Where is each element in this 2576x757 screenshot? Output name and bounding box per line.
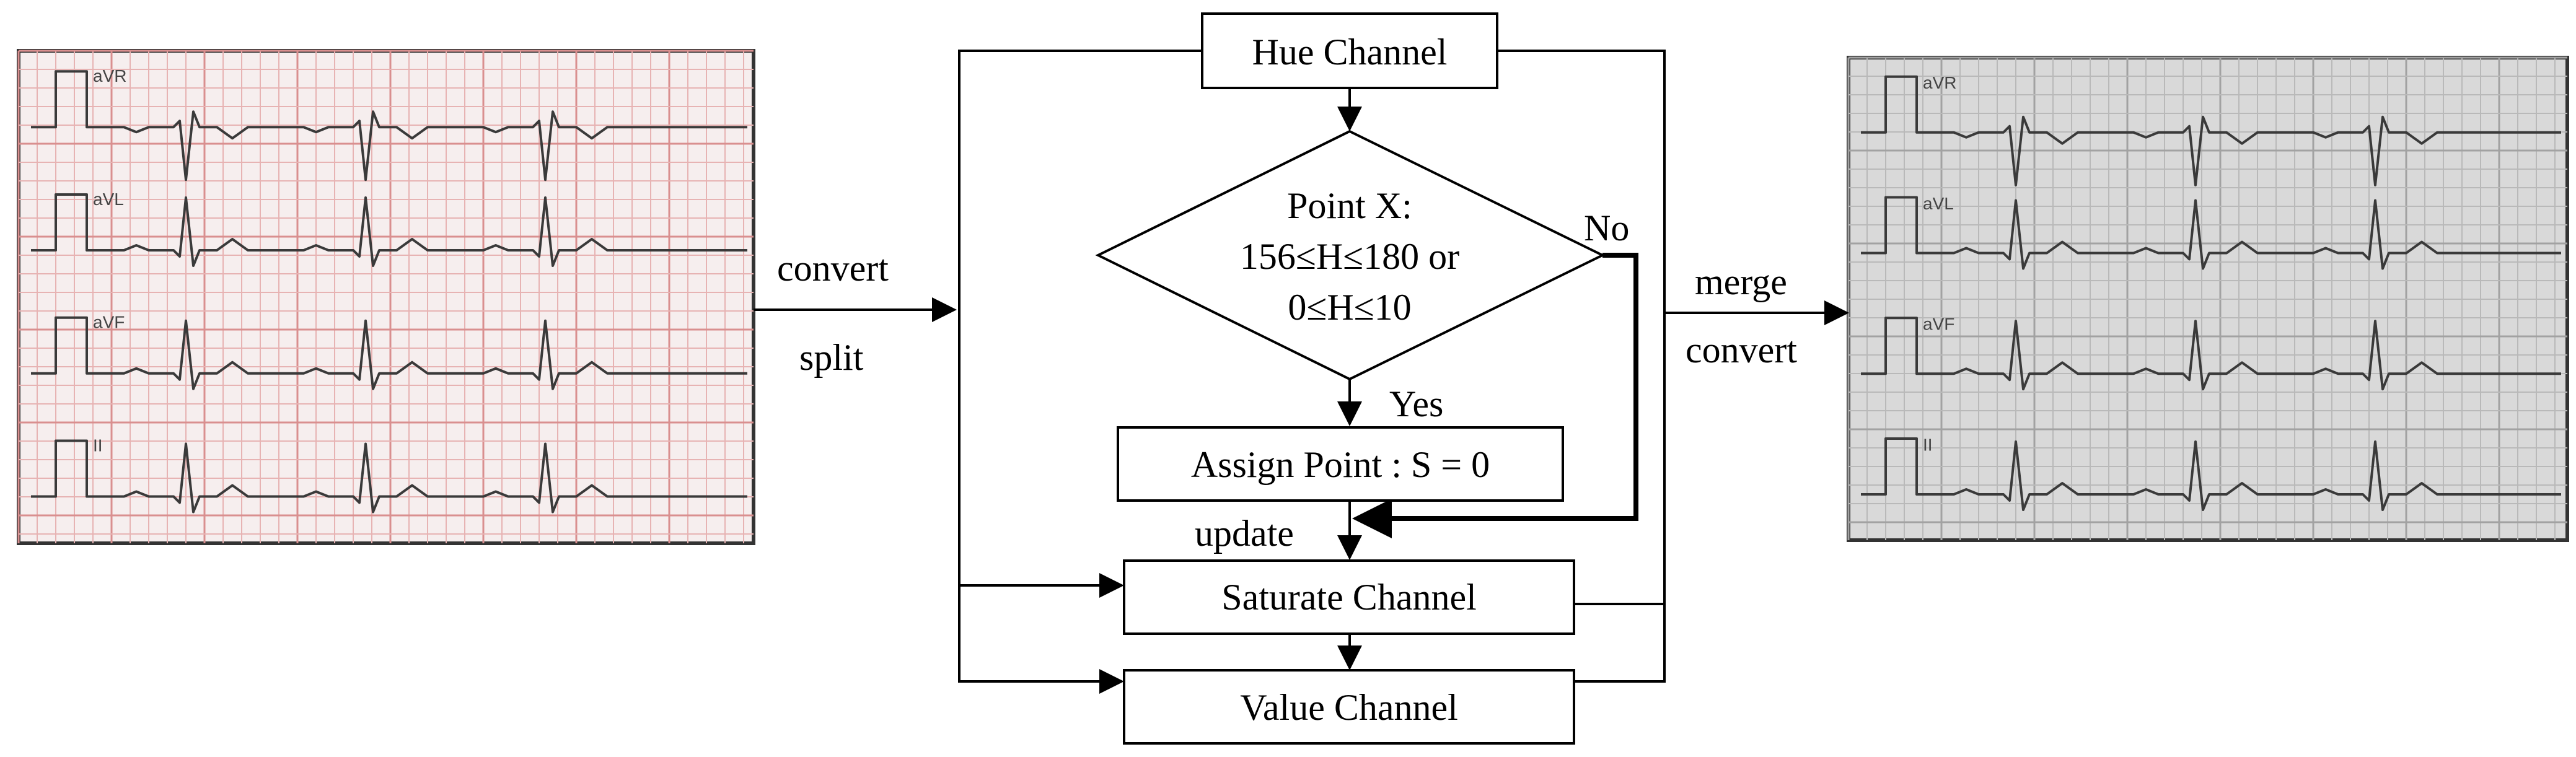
value-channel-box (1123, 669, 1575, 745)
bus-to-value (958, 50, 1202, 694)
split-label: split (799, 337, 864, 378)
saturate-channel-label: Saturate Channel (1221, 577, 1477, 618)
right-lead-label: aVR (1923, 73, 1956, 92)
convert-out-label: convert (1686, 330, 1797, 370)
decision-line-1: Point X: (1287, 185, 1412, 226)
left-lead-label: aVF (93, 313, 125, 332)
decision-line-3: 0≤H≤10 (1288, 287, 1411, 328)
right-lead-label: II (1923, 435, 1933, 454)
left-ecg-trace (31, 316, 747, 390)
value-channel-label: Value Channel (1240, 687, 1458, 728)
left-lead-label: aVR (93, 66, 126, 85)
no-label: No (1584, 208, 1629, 248)
input-ecg-image: aVR aVL aVF II (17, 49, 755, 545)
convert-label: convert (777, 248, 889, 289)
right-ecg-trace (1861, 317, 2561, 391)
yes-label: Yes (1389, 383, 1443, 424)
left-ecg-trace (31, 193, 747, 267)
merge-label: merge (1695, 261, 1787, 302)
bus-from-value (1497, 50, 1666, 683)
left-lead-label: II (93, 435, 103, 455)
right-lead-label: aVL (1923, 194, 1954, 213)
output-ecg-image: aVR aVL aVF II (1847, 56, 2569, 542)
hue-channel-box (1201, 12, 1498, 89)
right-ecg-trace (1861, 75, 2561, 186)
assign-box (1117, 426, 1564, 502)
hue-channel-label: Hue Channel (1252, 32, 1448, 72)
right-ecg-trace (1861, 196, 2561, 270)
no-branch-arrow (1352, 253, 1638, 538)
decision-line-2: 156≤H≤180 or (1240, 236, 1459, 277)
left-ecg-trace (31, 439, 747, 514)
assign-label: Assign Point : S = 0 (1191, 444, 1490, 485)
saturate-channel-box (1123, 559, 1575, 635)
right-ecg-trace (1861, 437, 2561, 511)
left-lead-label: aVL (93, 190, 124, 209)
left-ecg-trace (31, 70, 747, 182)
right-lead-label: aVF (1923, 315, 1954, 334)
update-label: update (1195, 513, 1294, 554)
